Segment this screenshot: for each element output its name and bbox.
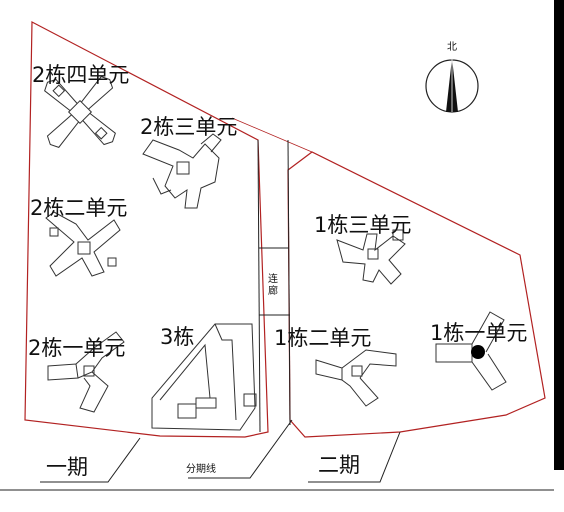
building-1-unit-2 — [315, 349, 397, 407]
label-building-2-unit-3: 2栋三单元 — [140, 115, 237, 139]
phase2-boundary — [287, 151, 546, 438]
right-edge-bar — [554, 0, 564, 470]
label-phase-2: 二期 — [318, 453, 360, 477]
label-building-2-unit-4: 2栋四单元 — [32, 63, 129, 87]
building-2-unit-3 — [142, 133, 222, 209]
north-compass-icon — [425, 58, 479, 113]
label-building-1-unit-2: 1栋二单元 — [274, 326, 371, 350]
boundary-link-line — [231, 117, 313, 153]
corridor — [257, 139, 291, 433]
label-corridor: 连廊 — [268, 272, 278, 297]
label-building-1-unit-3: 1栋三单元 — [314, 213, 411, 237]
phase-leader-lines — [40, 419, 401, 483]
label-building-1-unit-1: 1栋一单元 — [430, 321, 527, 345]
building-2-unit-4 — [44, 76, 116, 148]
building-2-unit-2 — [45, 211, 121, 277]
building-1-unit-1 — [435, 311, 507, 391]
label-phase-line: 分期线 — [186, 462, 216, 475]
label-building-2-unit-2: 2栋二单元 — [30, 196, 127, 220]
label-building-3: 3栋 — [160, 325, 194, 349]
compass-north-label: 北 — [447, 41, 457, 53]
label-building-2-unit-1: 2栋一单元 — [28, 336, 125, 360]
building-1-unit-3 — [336, 229, 406, 285]
label-phase-1: 一期 — [46, 455, 88, 479]
building-2-unit-1 — [47, 331, 125, 413]
building-3 — [151, 323, 257, 431]
